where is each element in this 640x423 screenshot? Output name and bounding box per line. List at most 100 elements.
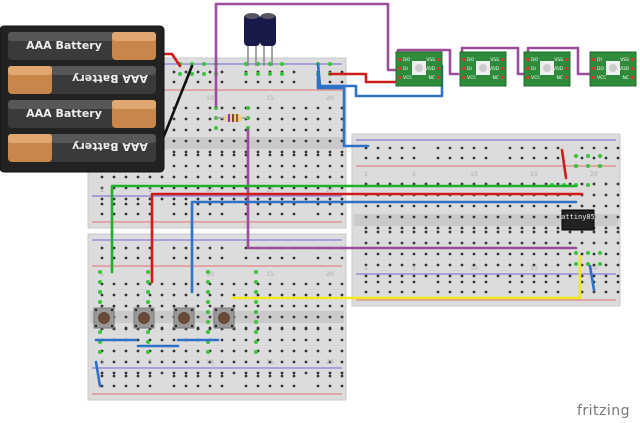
grid-hole — [268, 282, 272, 286]
grid-hole — [340, 371, 344, 375]
connected-hole — [256, 62, 260, 66]
grid-hole — [580, 230, 584, 234]
column-label: 15 — [530, 171, 538, 178]
led-pin — [526, 76, 529, 79]
grid-hole — [268, 304, 272, 308]
grid-hole — [544, 274, 548, 278]
connected-hole — [268, 62, 272, 66]
rail-hole — [412, 290, 416, 294]
grid-hole — [472, 274, 476, 278]
grid-hole — [208, 128, 212, 132]
grid-hole — [568, 230, 572, 234]
grid-hole — [364, 252, 368, 256]
rail-hole — [268, 384, 272, 388]
column-label: 15 — [266, 271, 274, 278]
grid-hole — [268, 139, 272, 143]
grid-hole — [256, 315, 260, 319]
resistor-band — [232, 114, 234, 122]
rail-hole — [316, 212, 320, 216]
grid-hole — [220, 139, 224, 143]
grid-hole — [556, 204, 560, 208]
grid-hole — [184, 153, 188, 157]
grid-hole — [232, 153, 236, 157]
led-pin-label: VDD — [489, 66, 500, 72]
grid-hole — [496, 241, 500, 245]
grid-hole — [448, 241, 452, 245]
grid-hole — [316, 315, 320, 319]
grid-hole — [112, 371, 116, 375]
grid-hole — [304, 349, 308, 353]
connected-hole — [98, 270, 102, 274]
grid-hole — [256, 164, 260, 168]
connected-hole — [574, 154, 578, 158]
grid-hole — [340, 304, 344, 308]
grid-hole — [268, 153, 272, 157]
center-channel — [354, 214, 618, 226]
rail-hole — [100, 374, 104, 378]
grid-hole — [220, 282, 224, 286]
grid-hole — [136, 371, 140, 375]
grid-hole — [616, 252, 620, 256]
pushbutton-cap — [218, 312, 230, 324]
rail-hole — [376, 290, 380, 294]
connected-hole — [98, 290, 102, 294]
grid-hole — [412, 274, 416, 278]
grid-hole — [196, 153, 200, 157]
grid-hole — [508, 204, 512, 208]
grid-hole — [496, 215, 500, 219]
connected-hole — [574, 164, 578, 168]
grid-hole — [616, 241, 620, 245]
grid-hole — [520, 274, 524, 278]
grid-hole — [328, 117, 332, 121]
rail-hole — [556, 156, 560, 160]
rail-hole — [616, 290, 620, 294]
led-pin — [526, 58, 529, 61]
rail-hole — [556, 280, 560, 284]
rail-hole — [592, 290, 596, 294]
rail-hole — [124, 212, 128, 216]
rail-hole — [268, 256, 272, 260]
rail-hole — [220, 212, 224, 216]
grid-hole — [472, 215, 476, 219]
rail-hole — [556, 146, 560, 150]
grid-hole — [472, 263, 476, 267]
pushbutton — [173, 307, 195, 329]
rail-hole — [100, 256, 104, 260]
grid-hole — [256, 175, 260, 179]
connected-hole — [254, 330, 258, 334]
grid-hole — [292, 326, 296, 330]
grid-hole — [496, 230, 500, 234]
grid-hole — [220, 349, 224, 353]
led-pin-label: VSS — [426, 57, 435, 63]
led-lens — [479, 64, 487, 72]
grid-hole — [520, 241, 524, 245]
column-label: 20 — [590, 265, 598, 272]
rail-hole — [448, 280, 452, 284]
grid-hole — [520, 215, 524, 219]
grid-hole — [268, 164, 272, 168]
led-pin — [501, 67, 504, 70]
grid-hole — [316, 349, 320, 353]
grid-hole — [556, 241, 560, 245]
rail-hole — [544, 280, 548, 284]
grid-hole — [556, 215, 560, 219]
battery-label: AAA Battery — [26, 39, 102, 52]
grid-hole — [508, 263, 512, 267]
grid-hole — [328, 371, 332, 375]
grid-hole — [172, 150, 176, 154]
rail-hole — [520, 280, 524, 284]
connected-hole — [146, 330, 150, 334]
rail-hole — [220, 256, 224, 260]
grid-hole — [136, 293, 140, 297]
connected-hole — [206, 350, 210, 354]
grid-hole — [436, 252, 440, 256]
connected-hole — [202, 72, 206, 76]
grid-hole — [208, 371, 212, 375]
grid-hole — [604, 274, 608, 278]
capacitor-top — [245, 13, 259, 19]
grid-hole — [556, 226, 560, 230]
pushbutton-pin — [190, 308, 194, 312]
grid-hole — [304, 197, 308, 201]
grid-hole — [220, 164, 224, 168]
rail-hole — [124, 384, 128, 388]
